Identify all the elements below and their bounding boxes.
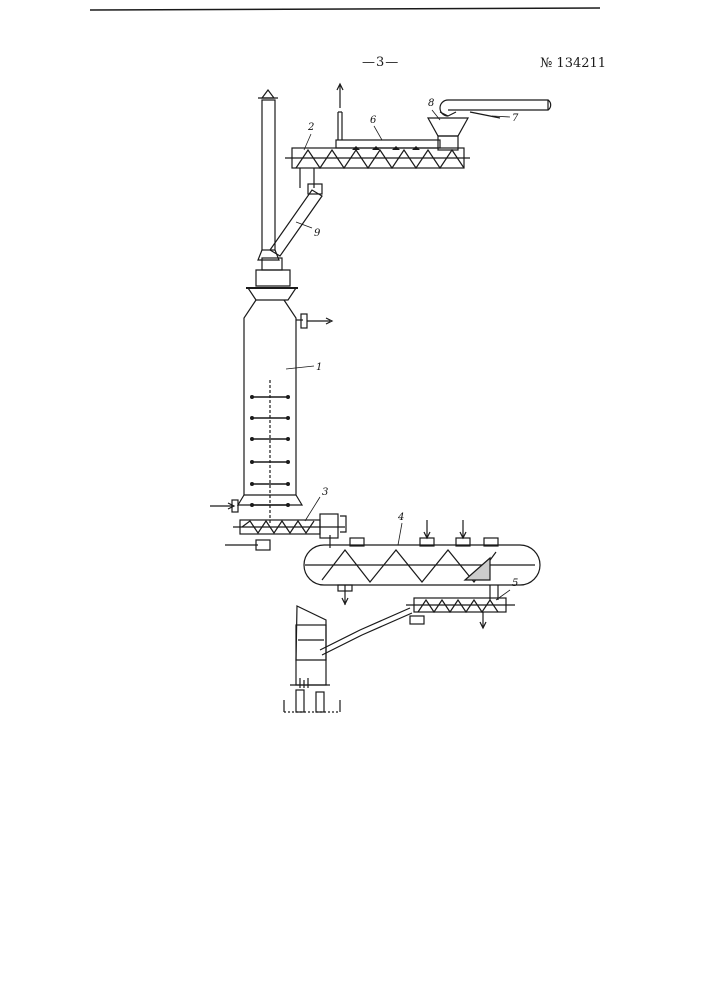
transfer-line bbox=[320, 608, 412, 655]
label-3: 3 bbox=[322, 487, 328, 498]
label-8: 8 bbox=[428, 98, 434, 109]
label-1: 1 bbox=[316, 362, 322, 373]
screw-conveyor-5 bbox=[406, 598, 515, 628]
label-5: 5 bbox=[512, 578, 518, 589]
inclined-feed-pipe bbox=[270, 184, 322, 256]
figure-labels: 1 2 3 4 5 6 7 8 9 bbox=[307, 98, 519, 589]
bagging-unit bbox=[284, 606, 340, 712]
top-rule bbox=[90, 8, 600, 10]
label-6: 6 bbox=[370, 115, 377, 126]
screw-conveyor-4 bbox=[304, 520, 540, 605]
column-top bbox=[246, 258, 298, 300]
exhaust-stack bbox=[258, 90, 279, 260]
feed-hopper-and-conveyor bbox=[428, 100, 551, 150]
label-4: 4 bbox=[397, 512, 404, 523]
label-7: 7 bbox=[512, 113, 519, 124]
label-9: 9 bbox=[314, 228, 321, 239]
label-2: 2 bbox=[307, 122, 314, 133]
reactor-column bbox=[210, 300, 332, 525]
